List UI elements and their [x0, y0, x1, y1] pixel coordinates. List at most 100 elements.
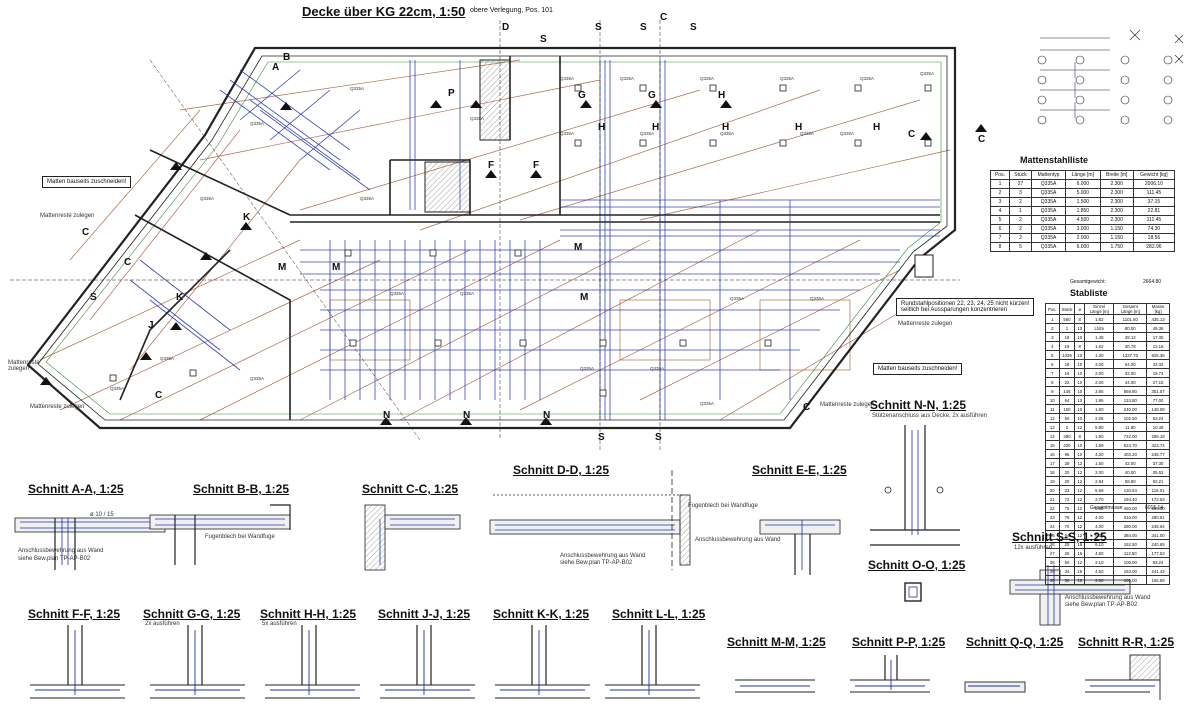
mat-cell: 3	[1008, 188, 1033, 198]
svg-text:Q335A: Q335A	[580, 366, 594, 371]
svg-text:Q335A: Q335A	[860, 76, 874, 81]
detail-joint-label: Fugenblech bei Wandfuge	[688, 503, 758, 509]
mat-cell: 22.81	[1132, 206, 1176, 216]
svg-text:Q335A: Q335A	[800, 131, 814, 136]
section-k-k-title: Schnitt K-K, 1:25	[493, 607, 590, 621]
bar-cell: 10	[1074, 323, 1086, 333]
bar-cell: 1	[1045, 314, 1060, 324]
svg-text:K: K	[243, 212, 251, 223]
bar-cell: 384.00	[1113, 530, 1148, 540]
bar-cell: 30	[1058, 575, 1076, 585]
detail-n-n	[870, 425, 960, 546]
section-b-b-title: Schnitt B-B, 1:25	[193, 482, 290, 496]
bar-cell: 435.13	[1146, 314, 1170, 324]
mat-cell: 6.000	[1065, 242, 1101, 252]
bar-cell: 5.68	[1084, 485, 1115, 495]
floor-plan: G G H H H H H H P F F D C A B C C S J K …	[10, 12, 987, 450]
bar-list-title: Stabliste	[1070, 288, 1108, 298]
bar-cell: 1.50	[1084, 458, 1115, 468]
mat-cell: 6.000	[1065, 179, 1101, 189]
mat-cell: 2	[1008, 224, 1033, 234]
note-mat-remnants: Mattenreste zulegen	[40, 213, 95, 219]
bar-cell: 12	[1074, 476, 1086, 486]
bar-cell: 30.78	[1113, 341, 1148, 351]
detail-d-d	[489, 470, 691, 570]
bar-cell: 116.01	[1146, 485, 1170, 495]
bar-cell: 28.12	[1113, 332, 1148, 342]
bar-cell: 25	[1058, 548, 1076, 558]
rebar-legend	[1037, 29, 1184, 125]
bar-cell: 285.19	[1146, 431, 1170, 441]
svg-text:J: J	[148, 320, 154, 331]
svg-text:Q335A: Q335A	[160, 356, 174, 361]
mat-header-cell: Gewicht [kg]	[1132, 170, 1176, 180]
section-q-q-title: Schnitt Q-Q, 1:25	[966, 635, 1064, 649]
bar-cell: 4.50	[1084, 566, 1115, 576]
svg-text:H: H	[722, 122, 729, 133]
bar-cell: 316.00	[1113, 512, 1148, 522]
bar-cell: 37.30	[1146, 458, 1170, 468]
section-h-h-note: 5x ausführen	[262, 621, 297, 627]
bar-cell: 560	[1058, 314, 1076, 324]
bar-cell: 40.00	[1113, 467, 1148, 477]
mat-cell: Q335A	[1031, 242, 1067, 252]
bar-cell: 2.00	[1084, 467, 1115, 477]
section-g-g-title: Schnitt G-G, 1:25	[143, 607, 241, 621]
svg-text:Q335A: Q335A	[840, 131, 854, 136]
bar-cell: 11.80	[1113, 422, 1148, 432]
svg-text:Q335A: Q335A	[700, 401, 714, 406]
svg-text:Q335A: Q335A	[460, 291, 474, 296]
bar-cell: 50	[1058, 413, 1076, 423]
bar-cell: 13	[1045, 422, 1060, 432]
bar-cell: 32.00	[1113, 368, 1148, 378]
bar-cell: 96	[1058, 449, 1076, 459]
section-e-e-title: Schnitt E-E, 1:25	[752, 463, 847, 477]
detail-c-c	[364, 504, 461, 571]
mat-cell: 1.500	[1065, 197, 1101, 207]
section-f-f-title: Schnitt F-F, 1:25	[28, 607, 121, 621]
mat-cell: 1	[1008, 206, 1033, 216]
svg-text:C: C	[155, 390, 162, 401]
mat-cell: 74.30	[1132, 224, 1176, 234]
bar-cell: 11	[1045, 404, 1060, 414]
bar-cell: 148.08	[1146, 404, 1170, 414]
svg-text:C: C	[124, 257, 131, 268]
bar-cell: 8	[1074, 431, 1086, 441]
bar-cell: 148	[1058, 386, 1076, 396]
section-g-g-note: 2x ausführen	[145, 621, 180, 627]
mat-cell: 2006.10	[1132, 179, 1176, 189]
bar-cell: 33.32	[1146, 359, 1170, 369]
mat-header-cell: Breite [m]	[1099, 170, 1134, 180]
section-o-o-title: Schnitt O-O, 1:25	[868, 558, 966, 572]
mat-cell: 111.45	[1132, 188, 1176, 198]
svg-text:P: P	[448, 88, 455, 99]
bar-cell: 79	[1058, 512, 1076, 522]
mat-labels: Q335A Q335A Q335A Q335A Q335A Q335A Q335…	[110, 71, 934, 406]
bar-cell: 12	[1074, 557, 1086, 567]
bar-cell: 16	[1074, 575, 1086, 585]
inner-walls	[119, 56, 940, 420]
mat-cell: 1.850	[1065, 206, 1101, 216]
bar-cell: 12	[1074, 503, 1086, 513]
bar-cell: 2.70	[1084, 494, 1115, 504]
detail-connect-label: Anschlussbewehrung aus Wand	[18, 548, 104, 554]
bar-cell: 1.90	[1084, 431, 1115, 441]
svg-text:M: M	[332, 262, 340, 273]
bar-cell: 4.50	[1084, 548, 1115, 558]
bar-cell: 18	[1045, 467, 1060, 477]
bar-cell: 10	[1074, 359, 1086, 369]
bar-cell: 1.62	[1084, 341, 1115, 351]
bar-cell: 35.52	[1146, 467, 1170, 477]
section-l-l-title: Schnitt L-L, 1:25	[612, 607, 706, 621]
